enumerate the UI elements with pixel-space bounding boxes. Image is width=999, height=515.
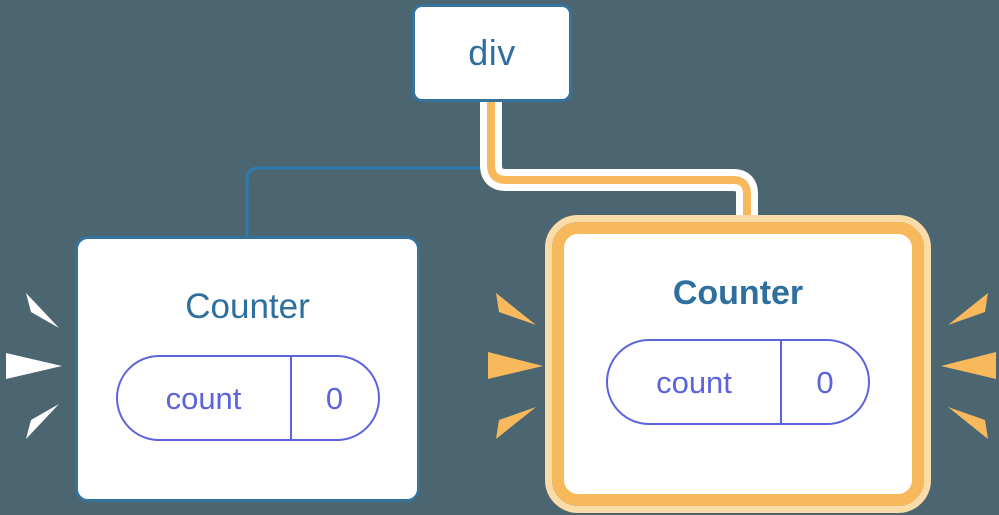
node-div-label: div bbox=[468, 32, 516, 73]
state-value: 0 bbox=[289, 357, 378, 439]
component-card-counter-left[interactable]: Counter count 0 bbox=[75, 236, 420, 502]
state-key: count bbox=[165, 380, 242, 416]
wire-to-right-counter-halo bbox=[480, 100, 758, 238]
state-pill[interactable]: count 0 bbox=[115, 355, 380, 441]
component-title: Counter bbox=[185, 287, 310, 326]
wire-to-left-counter bbox=[245, 102, 493, 240]
node-div[interactable]: div bbox=[412, 4, 572, 102]
state-pill[interactable]: count 0 bbox=[606, 339, 870, 425]
component-card-counter-right[interactable]: Counter count 0 bbox=[545, 215, 931, 513]
component-title: Counter bbox=[672, 274, 804, 312]
wire-to-right-counter bbox=[487, 100, 751, 238]
state-key: count bbox=[656, 364, 732, 400]
state-value: 0 bbox=[780, 341, 868, 423]
